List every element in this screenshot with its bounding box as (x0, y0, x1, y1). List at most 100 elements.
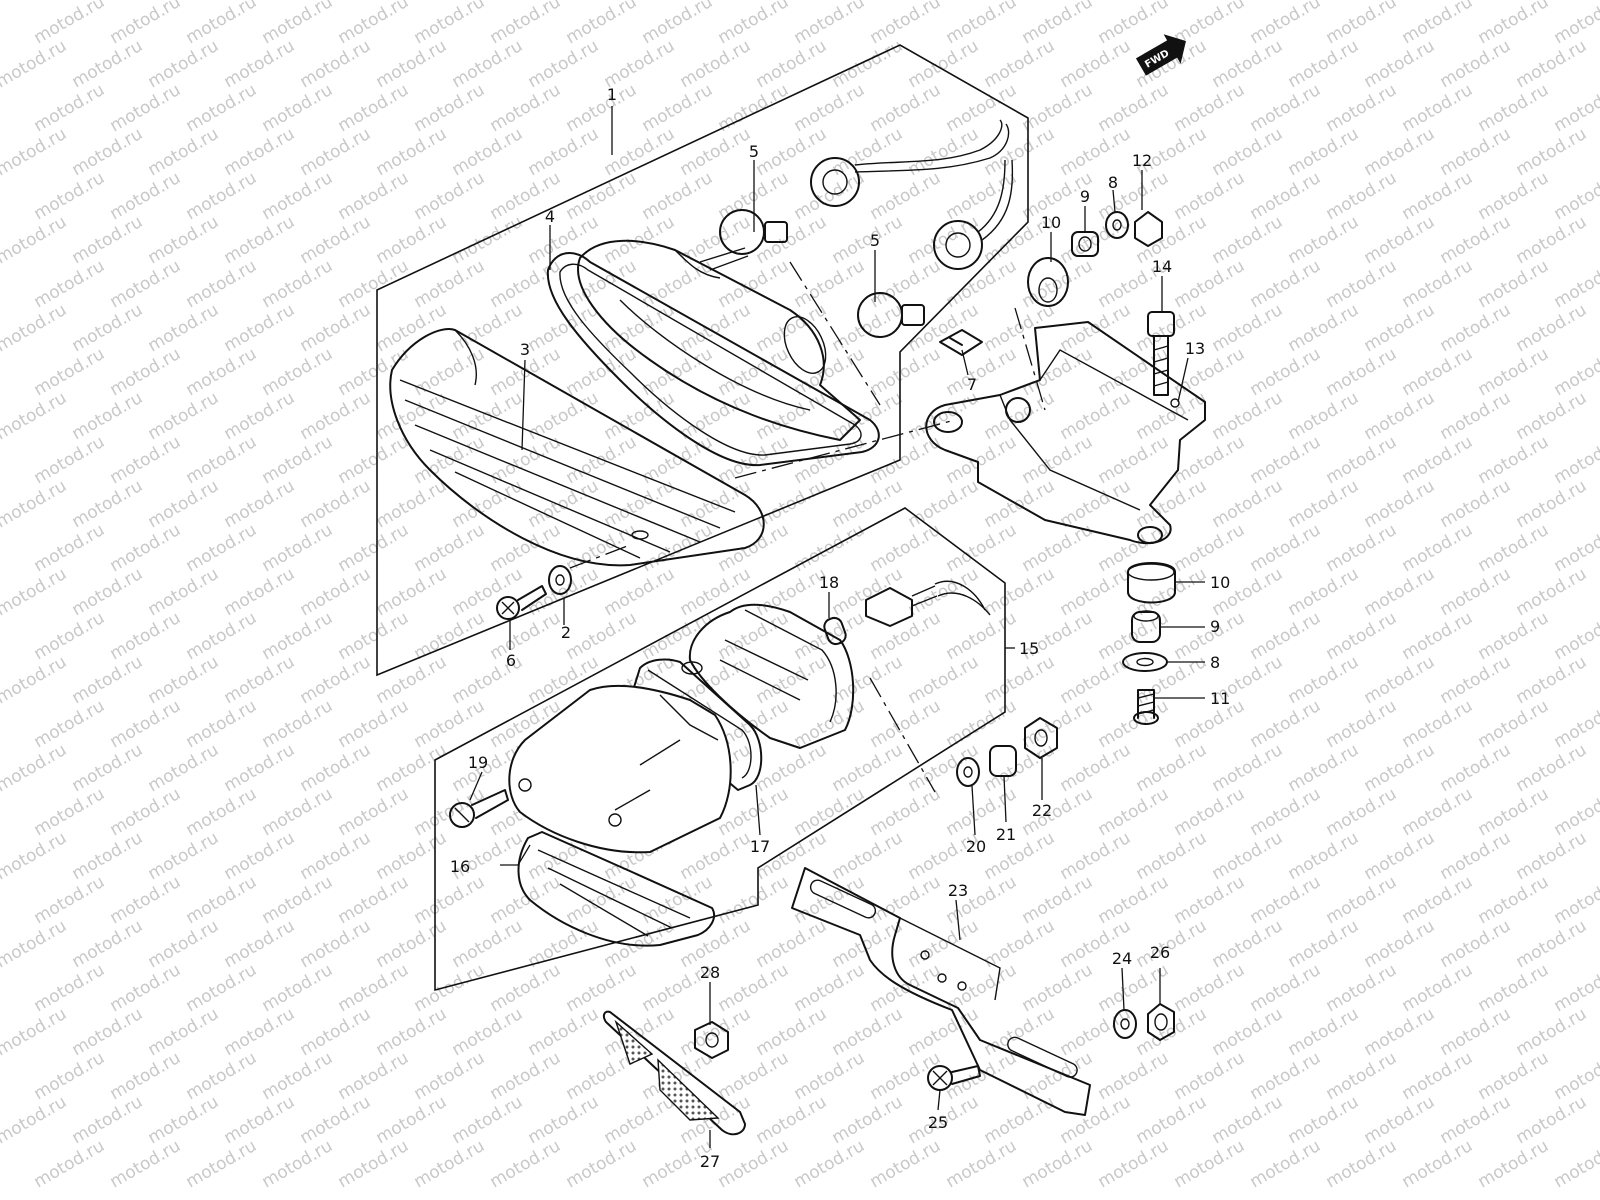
callout-13: 13 (1185, 339, 1205, 358)
watermark-text: motod.ru (335, 344, 413, 400)
watermark-text: motod.ru (601, 36, 679, 92)
watermark-text: motod.ru (1285, 124, 1363, 180)
watermark-text: motod.ru (1323, 696, 1401, 752)
callout-5-lower: 5 (870, 231, 880, 250)
callout-4: 4 (545, 207, 555, 226)
watermark-text: motod.ru (0, 564, 70, 620)
watermark-text: motod.ru (1437, 36, 1515, 92)
callout-12: 12 (1132, 151, 1152, 170)
watermark-text: motod.ru (1475, 0, 1553, 48)
watermark-text: motod.ru (715, 1048, 793, 1104)
watermark-text: motod.ru (221, 476, 299, 532)
watermark-text: motod.ru (259, 960, 337, 1016)
watermark-text: motod.ru (1361, 1092, 1439, 1148)
watermark-text: motod.ru (1437, 916, 1515, 972)
watermark-text: motod.ru (1437, 1092, 1515, 1148)
watermark-text: motod.ru (107, 696, 185, 752)
watermark-text: motod.ru (1095, 1136, 1173, 1192)
watermark-text: motod.ru (411, 80, 489, 136)
watermark-text: motod.ru (449, 124, 527, 180)
watermark-text: motod.ru (1437, 388, 1515, 444)
rear-combination-lamp-assembly-box (376, 44, 1029, 677)
watermark-text: motod.ru (0, 652, 70, 708)
watermark-text: motod.ru (867, 168, 945, 224)
watermark-text: motod.ru (107, 0, 185, 48)
watermark-text: motod.ru (1437, 1004, 1515, 1060)
watermark-text: motod.ru (1171, 784, 1249, 840)
watermark-text: motod.ru (1361, 476, 1439, 532)
watermark-text: motod.ru (1171, 80, 1249, 136)
watermark-text: motod.ru (639, 0, 717, 48)
watermark-text: motod.ru (943, 256, 1021, 312)
watermark-text: motod.ru (69, 388, 147, 444)
watermark-text: motod.ru (1247, 80, 1325, 136)
watermark-text: motod.ru (1209, 1092, 1287, 1148)
watermark-text: motod.ru (867, 696, 945, 752)
watermark-text: motod.ru (905, 36, 983, 92)
watermark-text: motod.ru (1361, 916, 1439, 972)
watermark-text: motod.ru (1513, 1092, 1591, 1148)
watermark-text: motod.ru (221, 1092, 299, 1148)
watermark-text: motod.ru (221, 300, 299, 356)
watermark-text: motod.ru (1323, 784, 1401, 840)
watermark-text: motod.ru (1513, 740, 1591, 796)
watermark-text: motod.ru (1133, 1004, 1211, 1060)
watermark-text: motod.ru (69, 1004, 147, 1060)
watermark-text: motod.ru (1057, 212, 1135, 268)
watermark-text: motod.ru (183, 344, 261, 400)
watermark-text: motod.ru (1095, 520, 1173, 576)
watermark-text: motod.ru (905, 212, 983, 268)
watermark-text: motod.ru (1475, 432, 1553, 488)
bracket-part (925, 321, 1206, 545)
nut-part-28 (694, 1021, 729, 1059)
callout-15: 15 (1019, 639, 1039, 658)
watermark-text: motod.ru (1057, 1092, 1135, 1148)
watermark-text: motod.ru (1247, 256, 1325, 312)
watermark-text: motod.ru (335, 784, 413, 840)
watermark-text: motod.ru (1019, 80, 1097, 136)
watermark-text: motod.ru (183, 784, 261, 840)
watermark-text: motod.ru (487, 872, 565, 928)
watermark-text: motod.ru (183, 960, 261, 1016)
callout-25: 25 (928, 1113, 948, 1132)
watermark-text: motod.ru (373, 212, 451, 268)
watermark-text: motod.ru (1475, 80, 1553, 136)
watermark-text: motod.ru (1019, 784, 1097, 840)
watermark-text: motod.ru (1361, 1004, 1439, 1060)
watermark-text: motod.ru (1475, 1136, 1553, 1192)
watermark-text: motod.ru (69, 916, 147, 972)
watermark-text: motod.ru (221, 1004, 299, 1060)
license-cover-part (508, 684, 732, 854)
watermark-text: motod.ru (1095, 784, 1173, 840)
watermark-text: motod.ru (487, 80, 565, 136)
watermark-text: motod.ru (1019, 344, 1097, 400)
callout-20: 20 (966, 837, 986, 856)
watermark-text: motod.ru (0, 388, 70, 444)
watermark-text: motod.ru (1209, 476, 1287, 532)
watermark-text: motod.ru (1019, 960, 1097, 1016)
bolt-part-11 (1133, 689, 1159, 725)
watermark-text: motod.ru (487, 1136, 565, 1192)
watermark-text: motod.ru (259, 80, 337, 136)
watermark-text: motod.ru (1475, 872, 1553, 928)
callout-28: 28 (700, 963, 720, 982)
callout-27: 27 (700, 1152, 720, 1171)
watermark-text: motod.ru (677, 564, 755, 620)
watermark-text: motod.ru (715, 432, 793, 488)
watermark-text: motod.ru (183, 1048, 261, 1104)
watermark-text: motod.ru (145, 212, 223, 268)
watermark-text: motod.ru (107, 1136, 185, 1192)
gasket-part (546, 252, 880, 467)
watermark-text: motod.ru (639, 80, 717, 136)
callout-9-upper: 9 (1080, 187, 1090, 206)
watermark-text: motod.ru (1019, 432, 1097, 488)
watermark-text: motod.ru (715, 344, 793, 400)
watermark-text: motod.ru (335, 432, 413, 488)
callout-16: 16 (450, 857, 470, 876)
watermark-text: motod.ru (829, 828, 907, 884)
watermark-text: motod.ru (183, 256, 261, 312)
watermark-text: motod.ru (107, 1048, 185, 1104)
socket-harness-part (810, 119, 1014, 270)
watermark-text: motod.ru (31, 432, 109, 488)
watermark-text: motod.ru (1437, 740, 1515, 796)
